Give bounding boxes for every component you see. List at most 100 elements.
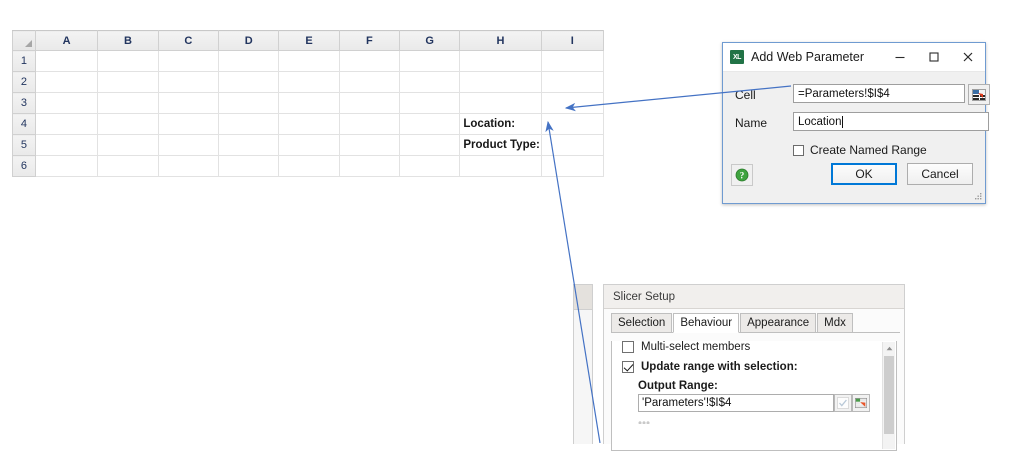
cell-A6[interactable] [34,155,99,177]
cell-C5[interactable] [157,134,220,156]
close-icon[interactable] [951,43,985,71]
name-field[interactable]: Location [793,112,989,131]
scroll-up-icon[interactable] [883,342,895,354]
cell-F6[interactable] [338,155,401,177]
cell-F1[interactable] [338,50,401,72]
cell-C3[interactable] [157,92,220,114]
table-row: 6 [12,155,605,177]
column-header-b[interactable]: B [97,30,159,51]
row-header-5[interactable]: 5 [12,134,36,156]
row-header-1[interactable]: 1 [12,50,36,72]
cell-H3[interactable] [459,92,542,114]
cell-H4[interactable]: Location: [459,113,542,135]
update-range-with-selection-checkbox[interactable]: Update range with selection: [622,361,896,373]
cell-F3[interactable] [338,92,401,114]
tab-mdx[interactable]: Mdx [817,313,853,332]
cell-E4[interactable] [278,113,340,135]
cell-D1[interactable] [217,50,280,72]
slicer-setup-panel: Slicer Setup Selection Behaviour Appeara… [603,284,905,451]
cell-B6[interactable] [97,155,159,177]
cell-D5[interactable] [217,134,280,156]
cell-E3[interactable] [278,92,340,114]
cell-G4[interactable] [399,113,461,135]
scrollbar-thumb[interactable] [884,356,894,434]
cell-H1[interactable] [459,50,542,72]
cell-F5[interactable] [338,134,401,156]
column-header-e[interactable]: E [278,30,340,51]
cell-G6[interactable] [399,155,461,177]
range-picker-icon[interactable] [968,84,990,105]
check-icon[interactable] [834,394,852,412]
cell-A3[interactable] [34,92,99,114]
cell-G3[interactable] [399,92,461,114]
select-all-corner[interactable] [12,30,36,51]
cell-H2[interactable] [459,71,542,93]
cell-B5[interactable] [97,134,159,156]
cell-F2[interactable] [338,71,401,93]
cell-E5[interactable] [278,134,340,156]
cell-B3[interactable] [97,92,159,114]
cell-D3[interactable] [217,92,280,114]
cell-A1[interactable] [34,50,99,72]
cell-I3[interactable] [540,92,605,114]
column-header-f[interactable]: F [338,30,401,51]
cell-G2[interactable] [399,71,461,93]
cell-E6[interactable] [278,155,340,177]
cell-D6[interactable] [217,155,280,177]
column-header-g[interactable]: G [399,30,461,51]
row-header-4[interactable]: 4 [12,113,36,135]
cell-G1[interactable] [399,50,461,72]
cell-E1[interactable] [278,50,340,72]
create-named-range-checkbox[interactable]: Create Named Range [793,143,927,157]
excel-grid-table[interactable]: A B C D E F G H I 1 2 [12,30,605,177]
slicer-tab-stub[interactable] [574,285,592,310]
row-header-6[interactable]: 6 [12,155,36,177]
tab-selection[interactable]: Selection [611,313,673,332]
cell-A2[interactable] [34,71,99,93]
cell-C2[interactable] [157,71,220,93]
cell-I6[interactable] [540,155,605,177]
resize-grip-icon[interactable] [973,192,983,202]
range-picker-icon[interactable] [852,394,870,412]
row-header-3[interactable]: 3 [12,92,36,114]
cell-C1[interactable] [157,50,220,72]
vertical-scrollbar[interactable] [882,342,895,449]
cell-H5[interactable]: Product Type: [459,134,542,156]
cancel-button[interactable]: Cancel [907,163,973,185]
row-header-2[interactable]: 2 [12,71,36,93]
cell-F4[interactable] [338,113,401,135]
dialog-titlebar[interactable]: XL Add Web Parameter [723,43,985,72]
cell-C6[interactable] [157,155,220,177]
column-header-c[interactable]: C [157,30,220,51]
slicer-side-strip [573,284,593,444]
excel-grid[interactable]: A B C D E F G H I 1 2 [12,30,605,177]
column-header-i[interactable]: I [540,30,605,51]
cell-B2[interactable] [97,71,159,93]
cell-A4[interactable] [34,113,99,135]
cell-I2[interactable] [540,71,605,93]
cell-I1[interactable] [540,50,605,72]
maximize-icon[interactable] [917,43,951,71]
tab-behaviour[interactable]: Behaviour [673,313,740,333]
minimize-icon[interactable] [883,43,917,71]
cell-A5[interactable] [34,134,99,156]
tab-appearance[interactable]: Appearance [740,313,817,332]
cell-G5[interactable] [399,134,461,156]
cell-B1[interactable] [97,50,159,72]
output-range-input[interactable]: 'Parameters'!$I$4 [638,394,834,412]
column-header-a[interactable]: A [34,30,99,51]
cell-D2[interactable] [217,71,280,93]
cell-B4[interactable] [97,113,159,135]
multi-select-members-checkbox[interactable]: Multi-select members [622,341,896,353]
cell-H6[interactable] [459,155,542,177]
cell-field[interactable]: =Parameters!$I$4 [793,84,965,103]
cell-C4[interactable] [157,113,220,135]
ok-button[interactable]: OK [831,163,897,185]
column-header-h[interactable]: H [459,30,542,51]
column-header-d[interactable]: D [217,30,280,51]
help-icon[interactable]: ? [731,164,753,186]
cell-I5[interactable] [540,134,605,156]
cell-E2[interactable] [278,71,340,93]
cell-D4[interactable] [217,113,280,135]
cell-I4[interactable] [540,113,605,135]
